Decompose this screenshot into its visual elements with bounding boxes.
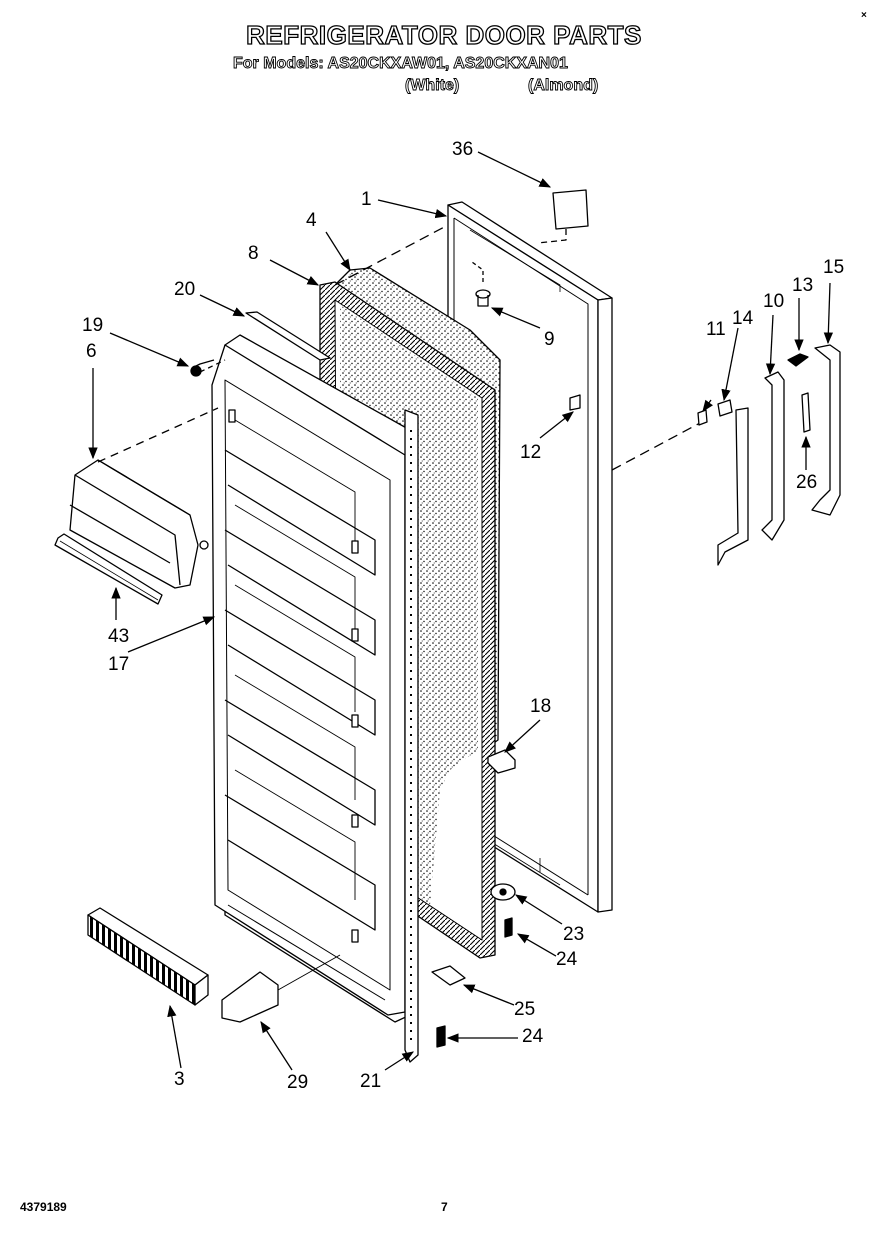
callout-11: 11 [706, 319, 726, 340]
callout-20: 20 [174, 279, 196, 300]
hinge-assembly [611, 344, 841, 566]
leader-9 [490, 307, 541, 329]
leader-15 [823, 282, 834, 345]
models-line: For Models: AS20CKXAW01, AS20CKXAN01 [233, 55, 569, 73]
callout-3: 3 [174, 1069, 185, 1090]
leader-36 [477, 151, 552, 188]
leader-3 [167, 1004, 182, 1069]
callout-4: 4 [306, 210, 317, 231]
plug-part [471, 261, 491, 307]
callout-24-upper: 24 [556, 949, 578, 970]
screw-part [190, 359, 226, 377]
leader-12 [539, 411, 574, 439]
callout-9: 9 [544, 329, 555, 350]
leader-10 [765, 314, 776, 376]
bracket-part [221, 971, 279, 1023]
callout-15: 15 [823, 257, 845, 278]
callout-19: 19 [82, 315, 104, 336]
document-number: 4379189 [20, 1200, 67, 1214]
leader-25 [462, 984, 515, 1006]
inner-door-liner [211, 334, 411, 1023]
leader-21 [384, 1051, 414, 1071]
leader-20 [199, 294, 246, 317]
page-number: 7 [441, 1200, 448, 1214]
toe-grille [87, 907, 209, 1006]
page-title: REFRIGERATOR DOOR PARTS [245, 19, 642, 50]
callout-36: 36 [452, 139, 474, 160]
leader-19 [109, 332, 190, 367]
callout-17: 17 [108, 654, 130, 675]
leader-29 [260, 1021, 293, 1071]
callout-25: 25 [514, 999, 536, 1020]
variant-almond: (Almond) [528, 77, 599, 95]
callout-8: 8 [248, 243, 259, 264]
leader-8 [269, 259, 320, 286]
handle-part [69, 407, 219, 589]
lower-hinge-parts [431, 883, 516, 1048]
leader-17 [127, 616, 216, 653]
callout-29: 29 [287, 1072, 309, 1093]
callout-10: 10 [763, 291, 785, 312]
corner-mark: × [861, 10, 867, 21]
leader-4 [325, 231, 351, 271]
callout-23: 23 [563, 924, 585, 945]
leader-18 [504, 719, 541, 753]
leader-11 [702, 399, 713, 412]
label-plate [537, 189, 589, 244]
leader-1 [377, 199, 448, 219]
callout-12: 12 [520, 442, 542, 463]
callout-13: 13 [792, 275, 814, 296]
shim-part [245, 311, 331, 361]
callout-26: 26 [796, 472, 818, 493]
door-trim-strip [404, 409, 419, 1063]
leader-24a [516, 933, 557, 957]
callout-18: 18 [530, 696, 552, 717]
clip-part [569, 394, 581, 411]
leader-23 [515, 894, 563, 925]
variant-white: (White) [405, 77, 460, 95]
callout-6: 6 [86, 341, 97, 362]
callout-1: 1 [361, 189, 372, 210]
callout-43: 43 [108, 626, 130, 647]
callout-24-lower: 24 [522, 1026, 544, 1047]
callout-14: 14 [732, 308, 754, 329]
callout-21: 21 [360, 1071, 382, 1092]
leader-14 [721, 327, 739, 402]
